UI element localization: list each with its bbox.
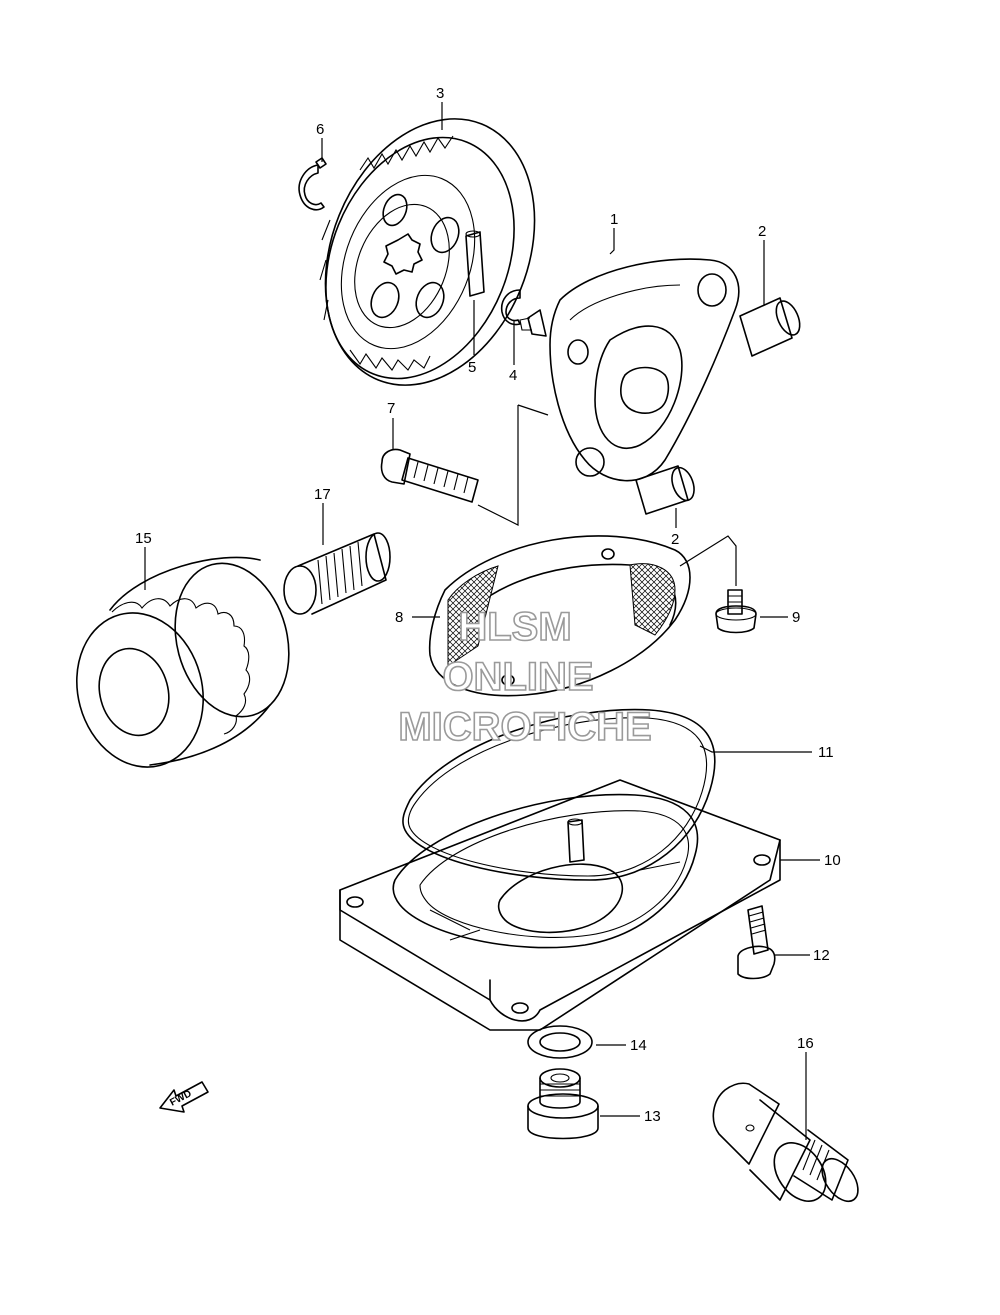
callout-17: 17 [314,486,331,503]
dowel-pin [465,230,485,297]
callout-13: 13 [644,1108,661,1125]
drain-plug-gasket [527,1025,593,1059]
watermark-line-1: HLSM [458,605,571,649]
e-ring-clip [500,289,521,326]
callout-5: 5 [468,359,476,376]
callout-2-upper: 2 [758,223,766,240]
callout-2-lower: 2 [671,531,679,548]
oil-pan-gasket [402,708,716,881]
leader-lines [144,102,820,1140]
callout-15: 15 [135,530,152,547]
oil-filter [76,556,290,768]
watermark: HLSM ONLINE MICROFICHE [398,604,653,750]
callout-7: 7 [387,400,395,417]
callout-16: 16 [797,1035,814,1052]
circlip [298,157,327,211]
oil-pump-driven-gear [319,118,536,386]
dowel-sleeve-upper [739,297,801,357]
callout-14: 14 [630,1037,647,1054]
callout-11: 11 [818,744,834,761]
callout-12: 12 [813,947,830,964]
callout-1: 1 [610,211,618,228]
callout-10: 10 [824,852,841,869]
callout-4: 4 [509,367,517,384]
oil-pressure-switch [712,1082,859,1203]
callout-9: 9 [792,609,800,626]
watermark-line-3: MICROFICHE [398,705,651,749]
watermark-line-2: ONLINE [442,655,593,699]
callout-labels: 3 6 1 2 5 4 7 17 2 15 8 9 11 10 12 14 13… [135,85,841,1125]
dowel-sleeve-lower [635,465,695,515]
oil-strainer [428,535,691,697]
oil-filter-union-bolt [283,532,391,615]
oil-pump-body [519,258,740,482]
callout-3: 3 [436,85,444,102]
drain-plug [527,1068,599,1140]
forward-direction-arrow: FWD [159,1081,209,1113]
strainer-bolt [715,589,757,634]
callout-6: 6 [316,121,324,138]
callout-8: 8 [395,609,403,626]
pump-mounting-bolt [380,448,479,503]
oil-pan [339,779,781,1031]
oil-pan-bolt [737,905,776,980]
